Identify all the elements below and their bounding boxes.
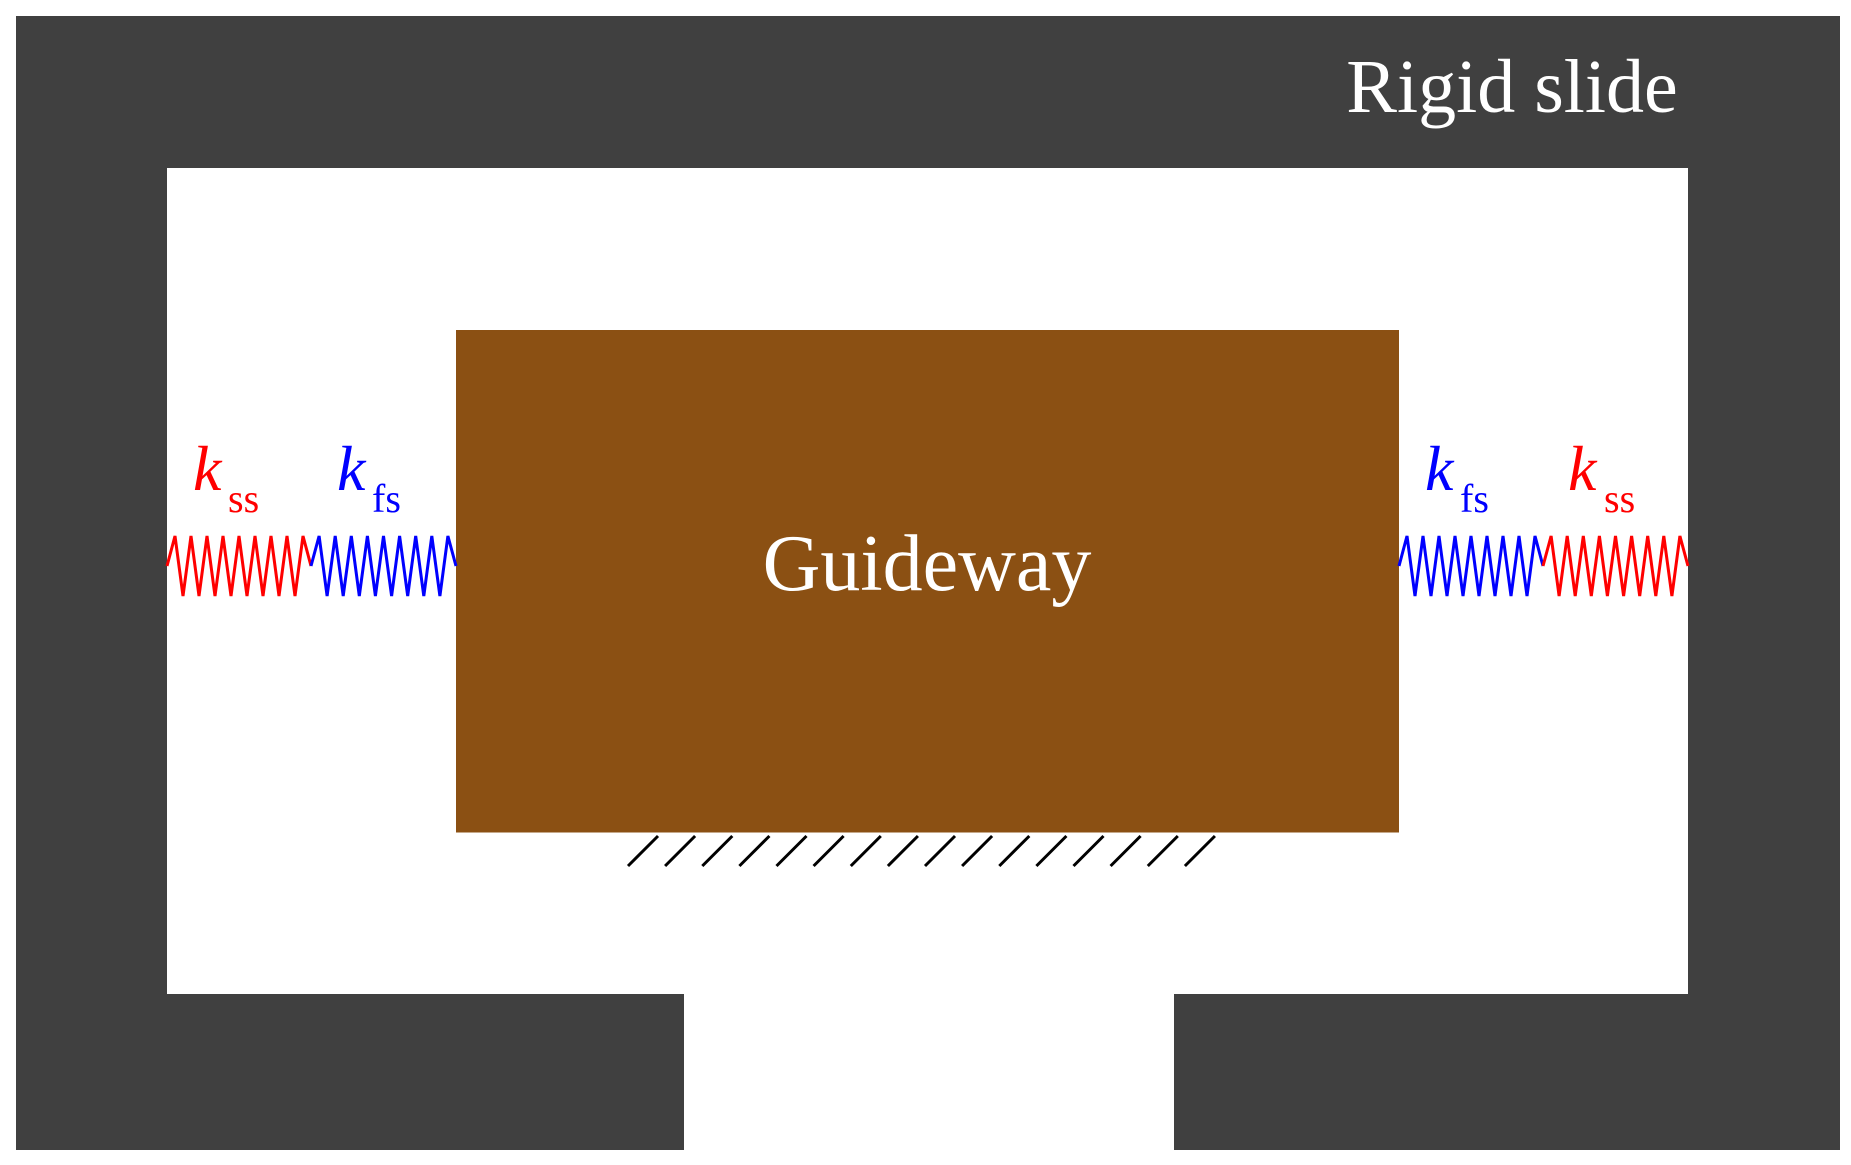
hatch-mark [1146,834,1179,868]
spring-left-ss [165,535,313,597]
spring-right-ss [1541,535,1690,597]
spring-left-fs [309,535,458,597]
hatch-mark [961,834,994,868]
rigid-slide-label: Rigid slide [1346,45,1677,129]
spring-right-fs [1397,535,1545,597]
label-right-kss-k: k [1568,433,1598,504]
hatch-mark [664,834,697,868]
label-left-kss: k ss [193,433,259,521]
label-left-kfs-k: k [337,433,367,504]
hatch-mark [998,834,1031,868]
hatch-mark [738,834,771,868]
rigid-slide-frame [16,16,1840,1150]
hatch-mark [701,834,734,868]
label-left-kfs: k fs [337,433,401,521]
hatch-mark [1109,834,1142,868]
label-right-kss: k ss [1568,433,1635,521]
spring-group [165,535,1690,597]
hatch-mark [812,834,845,868]
hatch-mark [626,834,660,868]
hatch-mark [1072,834,1105,868]
guideway-label: Guideway [763,520,1092,608]
hatch-mark [1183,834,1216,868]
hatch-mark [1035,834,1068,868]
hatch-mark [923,834,957,868]
guideway-block [456,330,1399,834]
label-left-kss-sub: ss [228,476,259,521]
hatch-mark [849,834,882,868]
hatch-mark [775,834,808,868]
hatch-mark [886,834,919,868]
label-right-kfs: k fs [1425,433,1489,521]
label-right-kfs-sub: fs [1460,476,1489,521]
label-right-kss-sub: ss [1604,476,1635,521]
label-left-kfs-sub: fs [372,476,401,521]
label-left-kss-k: k [193,433,223,504]
ground-hatching [626,834,1216,868]
label-right-kfs-k: k [1425,433,1455,504]
